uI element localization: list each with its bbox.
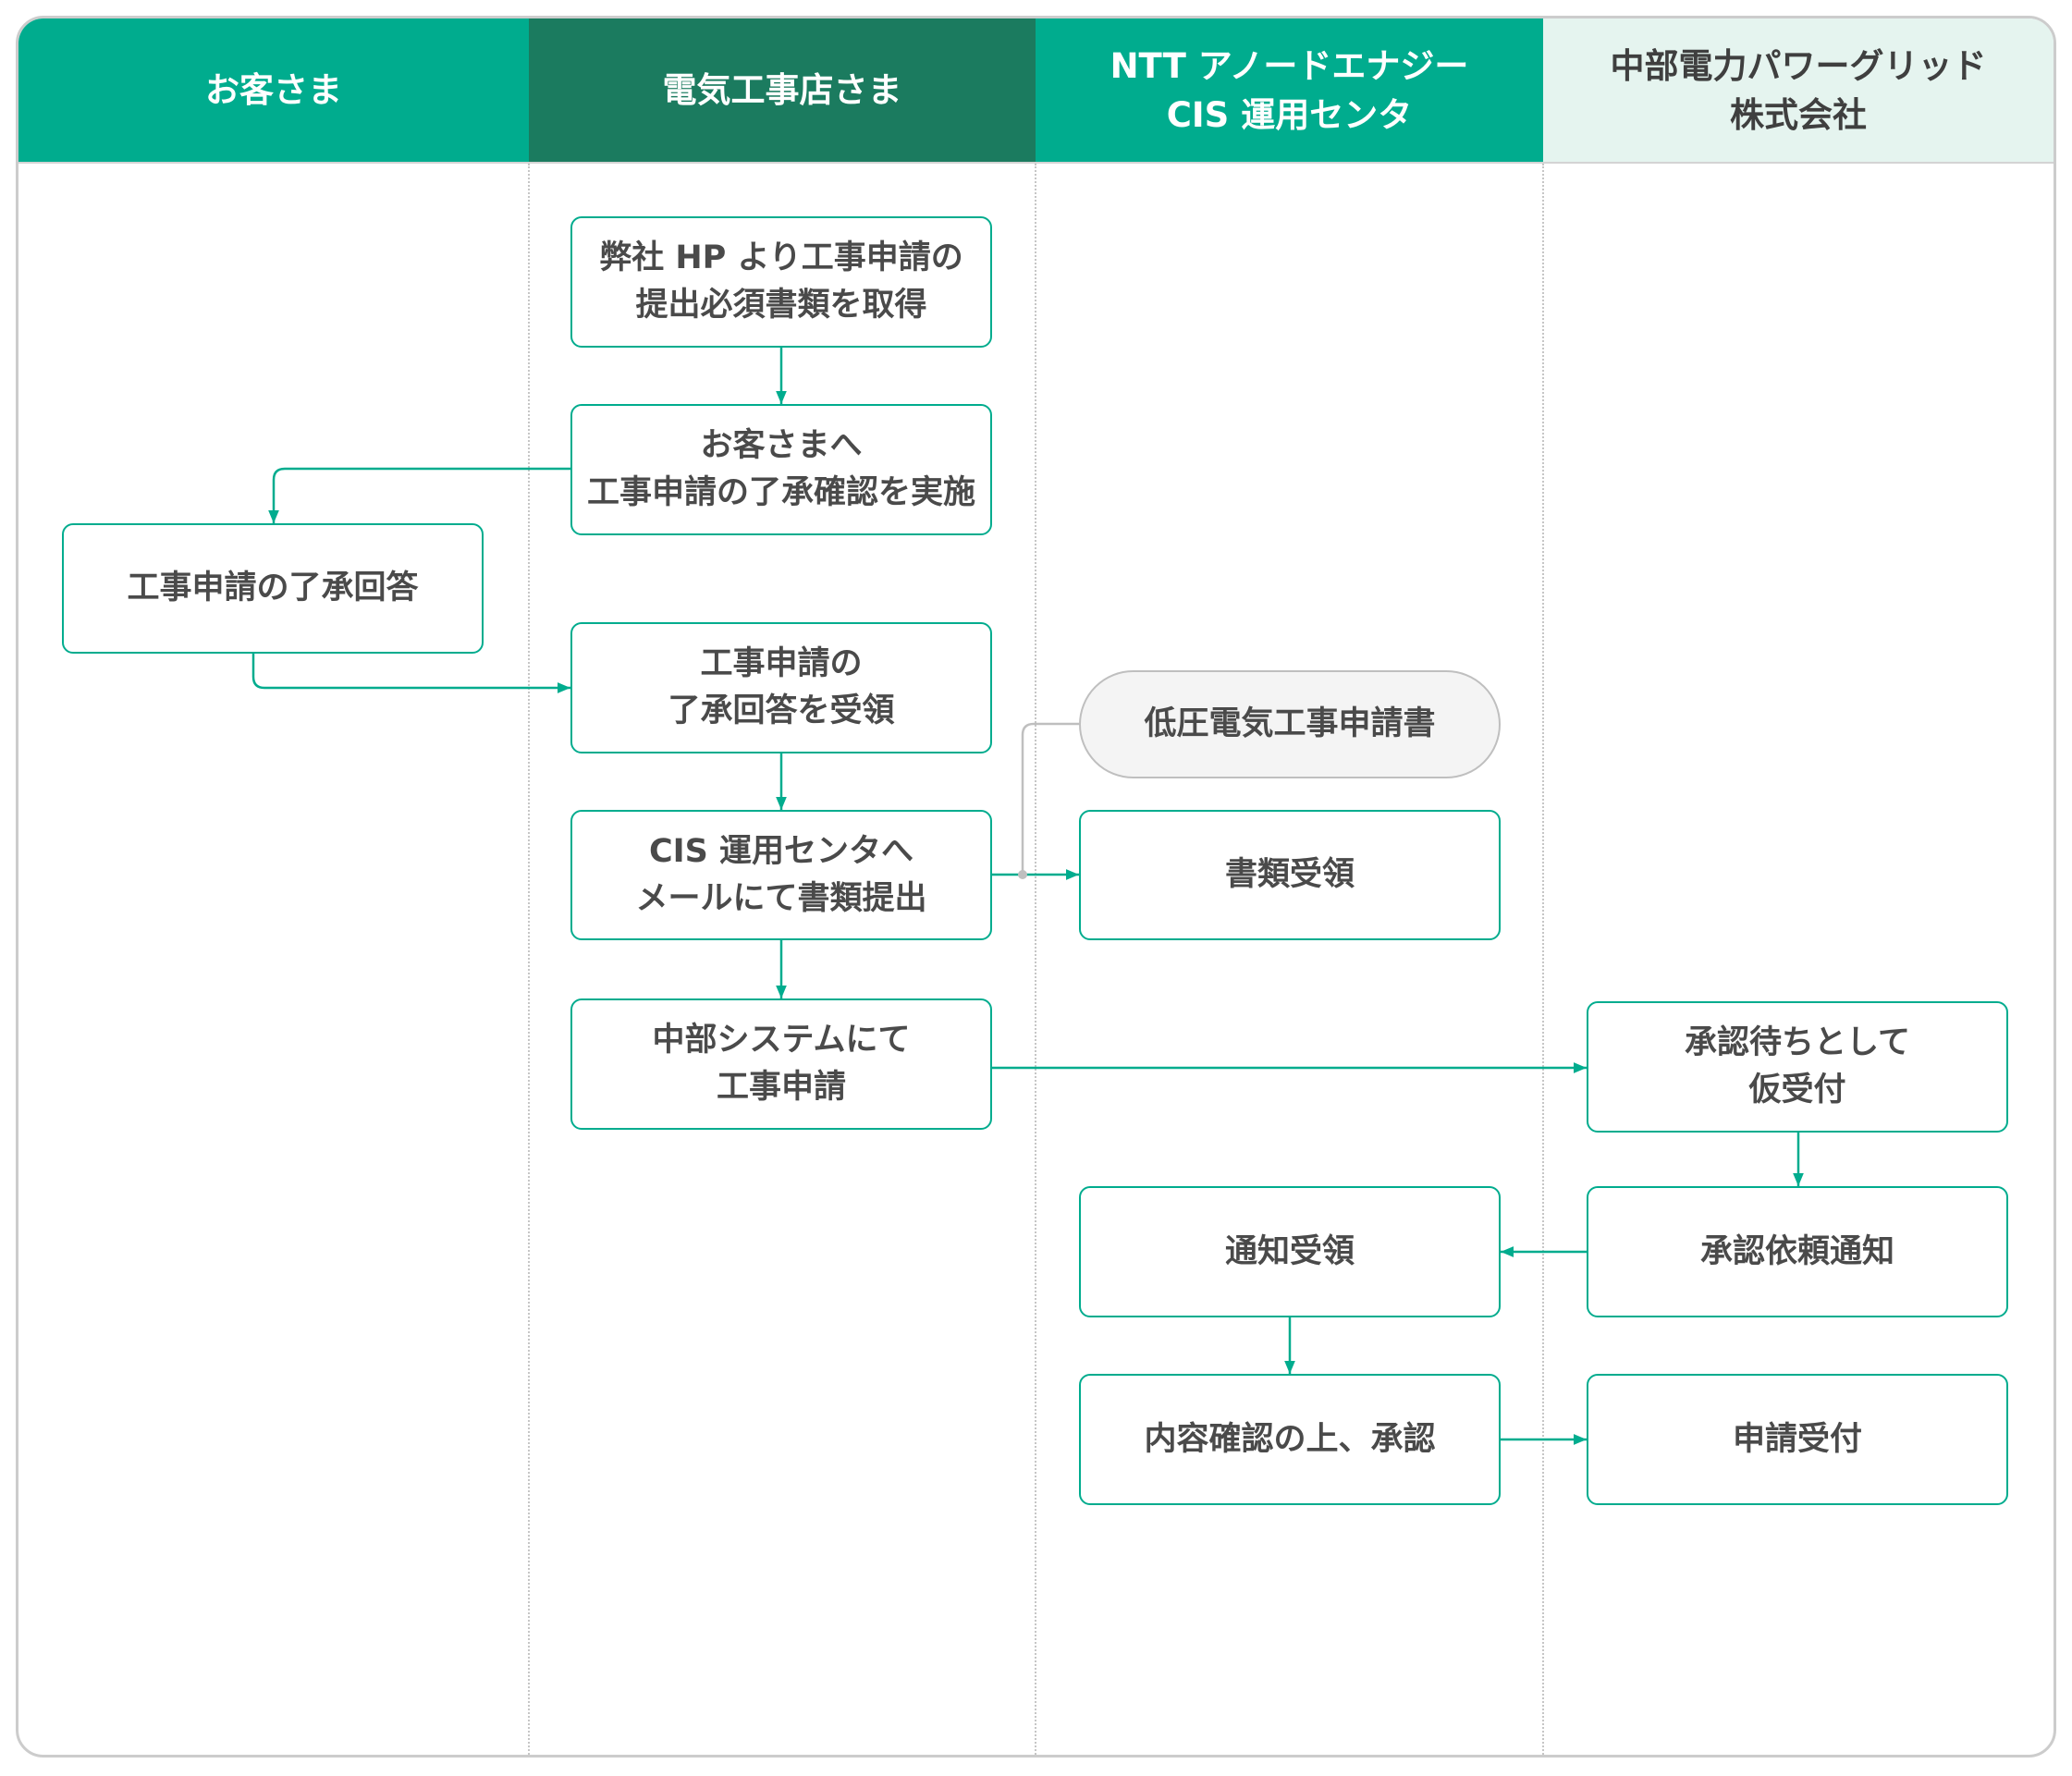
lane-header-chubu-grid: 中部電力パワーグリッド 株式会社	[1543, 18, 2054, 162]
step-text: 通知受領	[1224, 1232, 1355, 1270]
step-email-documents: CIS 運用センタへ メールにて書類提出	[570, 810, 992, 940]
step-text: 書類受領	[1224, 856, 1355, 893]
step-text-line-2: 了承回答を受領	[668, 692, 895, 729]
step-text-line-1: CIS 運用センタへ	[648, 832, 914, 870]
step-request-approval: お客さまへ 工事申請の了承確認を実施	[570, 404, 992, 535]
lane-header-cis-center: NTT アノードエナジー CIS 運用センタ	[1036, 18, 1543, 162]
lane-title: 電気工事店さま	[662, 70, 902, 110]
step-submit-application: 中部システムにて 工事申請	[570, 998, 992, 1130]
step-text-line-1: 弊社 HP より工事申請の	[599, 239, 963, 276]
step-text: 承認依頼通知	[1699, 1232, 1894, 1270]
swimlane-frame: お客さま 電気工事店さま NTT アノードエナジー CIS 運用センタ 中部電力…	[16, 16, 2056, 1758]
step-obtain-documents: 弊社 HP より工事申請の 提出必須書類を取得	[570, 216, 992, 348]
step-text: 工事申請の了承回答	[127, 570, 419, 606]
lane-divider	[1542, 164, 1544, 1755]
step-text-line-1: 中部システムにて	[652, 1022, 911, 1059]
step-application-accepted: 申請受付	[1587, 1374, 2008, 1505]
step-approval-reply: 工事申請の了承回答	[62, 523, 484, 654]
step-receive-approval: 工事申請の 了承回答を受領	[570, 622, 992, 753]
lane-title-line-2: CIS 運用センタ	[1166, 94, 1413, 135]
document-text: 低圧電気工事申請書	[1144, 705, 1436, 742]
lane-title: お客さま	[205, 70, 342, 110]
step-receive-notice: 通知受領	[1079, 1186, 1501, 1317]
lane-header-electrician: 電気工事店さま	[529, 18, 1036, 162]
step-text-line-1: お客さまへ	[700, 427, 863, 464]
step-text-line-2: メールにて書類提出	[635, 879, 927, 917]
lane-divider	[1035, 164, 1036, 1755]
lane-title-line-1: 中部電力パワーグリッド	[1610, 45, 1987, 86]
step-text-line-1: 工事申請の	[700, 645, 863, 682]
lane-title-line-2: 株式会社	[1730, 94, 1867, 135]
lane-title-line-1: NTT アノードエナジー	[1110, 45, 1469, 86]
step-receive-documents: 書類受領	[1079, 810, 1501, 940]
connector-application-form	[1021, 722, 1079, 875]
document-application-form: 低圧電気工事申請書	[1079, 670, 1501, 778]
step-text: 申請受付	[1732, 1420, 1862, 1458]
arrow-request-to-customer-reply	[268, 467, 570, 523]
step-text-line-2: 工事申請の了承確認を実施	[586, 474, 975, 511]
step-text-line-1: 承認待ちとして	[1685, 1024, 1910, 1061]
lane-divider	[528, 164, 530, 1755]
step-text-line-2: 提出必須書類を取得	[635, 287, 927, 324]
step-approval-request-notice: 承認依頼通知	[1587, 1186, 2008, 1317]
lane-header-customer: お客さま	[18, 18, 529, 162]
step-text: 内容確認の上、承認	[1144, 1420, 1436, 1458]
step-review-and-approve: 内容確認の上、承認	[1079, 1374, 1501, 1505]
lane-header-row: お客さま 電気工事店さま NTT アノードエナジー CIS 運用センタ 中部電力…	[18, 18, 2054, 164]
connector-junction-dot	[1018, 870, 1027, 879]
step-text-line-2: 工事申請	[716, 1069, 846, 1106]
step-text-line-2: 仮受付	[1748, 1072, 1846, 1108]
arrow-customer-reply-to-receive	[251, 654, 570, 693]
step-provisional-acceptance: 承認待ちとして 仮受付	[1587, 1001, 2008, 1133]
